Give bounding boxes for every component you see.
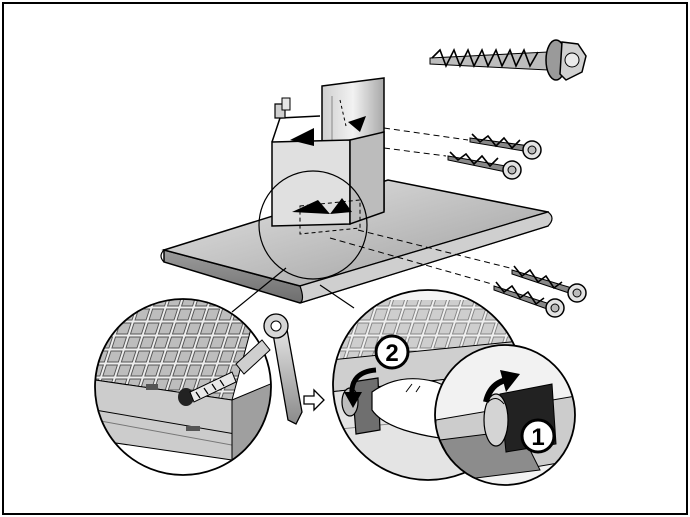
rotate-arrow-icon (483, 370, 520, 403)
step-badge-2: 2 (374, 334, 410, 370)
hex-screw-icon (429, 39, 587, 81)
spanner-icon (235, 313, 303, 425)
leader-line-2 (319, 284, 355, 309)
leader-line (231, 267, 287, 313)
magnifier-circle (258, 170, 368, 280)
alignment-lines (329, 127, 511, 285)
arrow-right-icon (303, 388, 325, 412)
chimney-duct (271, 77, 385, 235)
step-badge-1: 1 (520, 418, 556, 454)
wall-plug-screw-icon (447, 133, 587, 318)
hood-base-plate (160, 179, 553, 304)
step-label-1: 1 (531, 424, 544, 451)
detail-left-filter (94, 298, 272, 476)
step-label-2: 2 (385, 340, 398, 367)
